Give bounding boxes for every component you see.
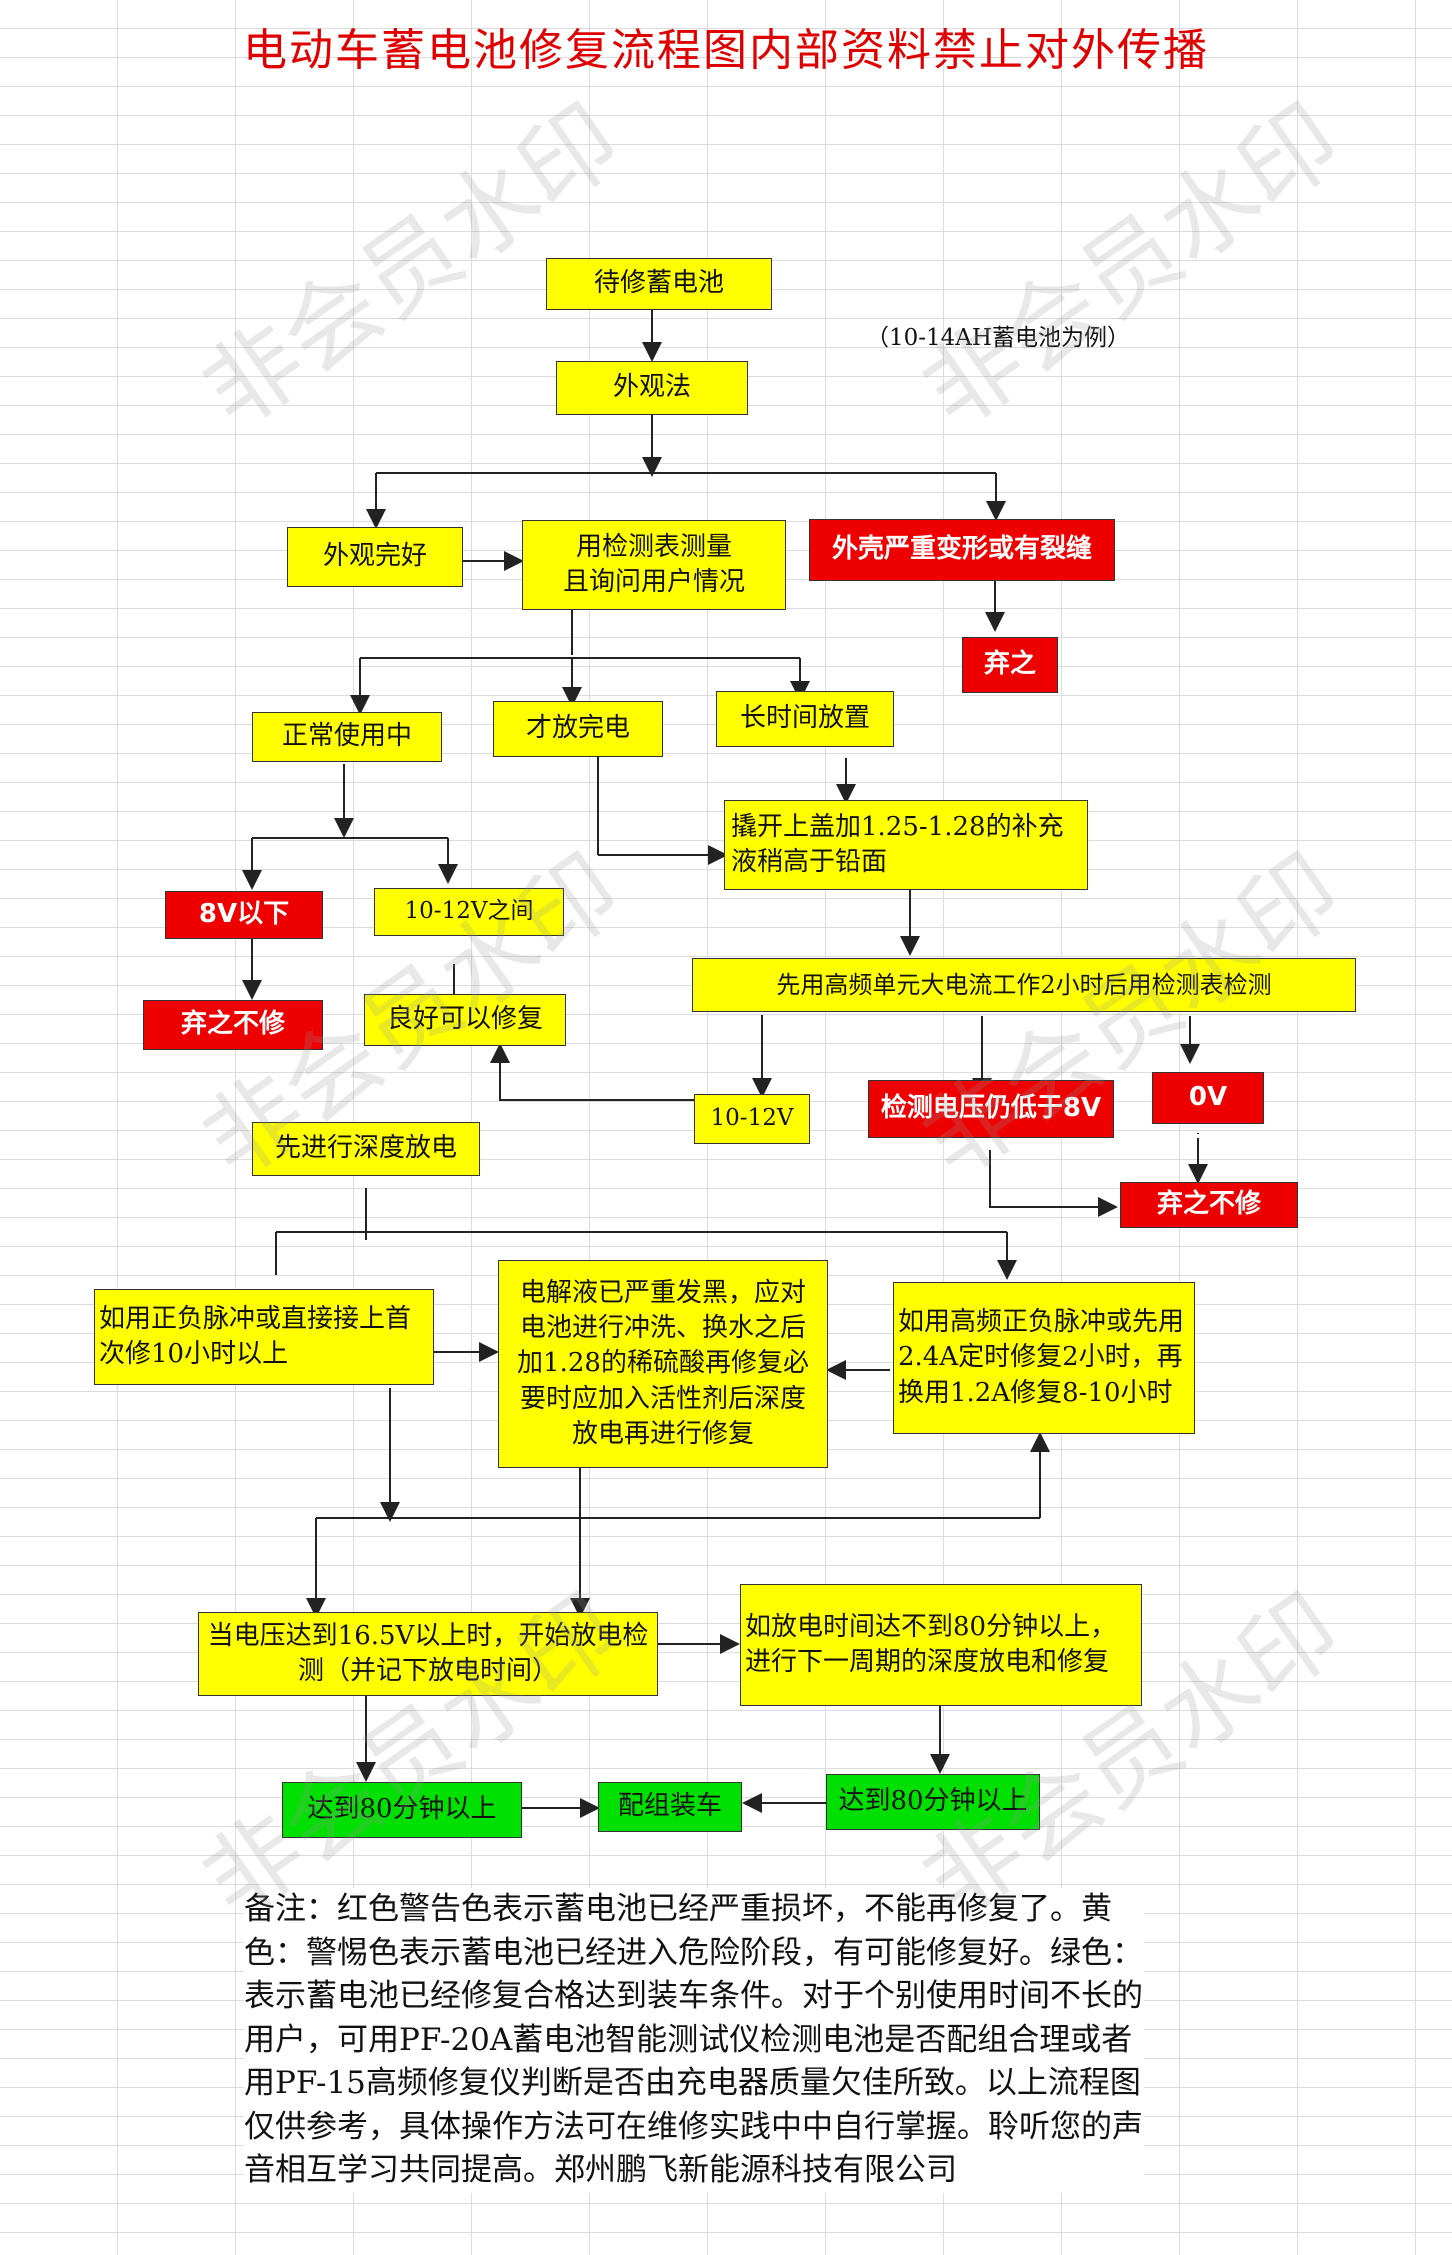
node-high-freq-charge-label: 先用高频单元大电流工作2小时后用检测表检测	[776, 970, 1272, 999]
node-discard-no-repair-1-label: 弃之不修	[180, 1009, 285, 1040]
node-voltage-16-5: 当电压达到16.5V以上时，开始放电检 测（并记下放电时间）	[198, 1612, 658, 1696]
node-good-repairable-label: 良好可以修复	[386, 1004, 543, 1035]
node-good-repairable: 良好可以修复	[364, 994, 566, 1046]
node-hf-pulse: 如用高频正负脉冲或先用 2.4A定时修复2小时，再 换用1.2A修复8-10小时	[893, 1282, 1195, 1434]
node-normal-use: 正常使用中	[252, 712, 442, 762]
node-discard-no-repair-1: 弃之不修	[143, 1000, 323, 1050]
node-shell-damaged-label: 外壳严重变形或有裂缝	[831, 534, 1092, 565]
node-under-80-label: 如放电时间达不到80分钟以上， 进行下一周期的深度放电和修复	[745, 1611, 1117, 1677]
node-start: 待修蓄电池	[546, 258, 772, 310]
node-pulse-repair-label: 如用正负脉冲或直接接上首 次修10小时以上	[99, 1303, 412, 1369]
node-deep-discharge-first: 先进行深度放电	[252, 1122, 480, 1176]
node-discard-no-repair-2: 弃之不修	[1120, 1182, 1298, 1228]
node-hf-pulse-label: 如用高频正负脉冲或先用 2.4A定时修复2小时，再 换用1.2A修复8-10小时	[898, 1307, 1185, 1408]
node-reach-80-b-label: 达到80分钟以上	[838, 1786, 1028, 1817]
node-high-freq-charge: 先用高频单元大电流工作2小时后用检测表检测	[692, 958, 1356, 1012]
node-assemble: 配组装车	[598, 1782, 742, 1832]
node-10-12v: 10-12V之间	[374, 888, 564, 936]
node-still-below-8v-label: 检测电压仍低于8V	[880, 1093, 1102, 1124]
node-appearance-ok: 外观完好	[287, 527, 463, 587]
node-appearance: 外观法	[556, 361, 748, 415]
node-start-label: 待修蓄电池	[593, 268, 724, 299]
node-below-8v-label: 8V以下	[198, 899, 290, 930]
remark-text: 备注：红色警告色表示蓄电池已经严重损坏，不能再修复了。黄色：警惕色表示蓄电池已经…	[244, 1888, 1144, 2193]
node-shell-damaged: 外壳严重变形或有裂缝	[809, 519, 1115, 581]
node-discard: 弃之	[962, 637, 1058, 693]
node-just-discharged: 才放完电	[493, 701, 663, 757]
node-reach-80-a: 达到80分钟以上	[282, 1782, 522, 1838]
node-appearance-label: 外观法	[612, 372, 691, 403]
node-normal-use-label: 正常使用中	[281, 721, 412, 752]
node-add-fluid-label: 撬开上盖加1.25-1.28的补充 液稍高于铅面	[731, 811, 1064, 877]
node-voltage-16-5-label: 当电压达到16.5V以上时，开始放电检 测（并记下放电时间）	[207, 1620, 649, 1686]
node-10-12v-b: 10-12V	[694, 1094, 810, 1144]
node-measure: 用检测表测量 且询问用户情况	[522, 520, 786, 610]
node-zero-v: 0V	[1152, 1072, 1264, 1124]
example-note: （10-14AH蓄电池为例）	[866, 325, 1130, 351]
node-appearance-ok-label: 外观完好	[322, 541, 427, 572]
node-measure-label: 用检测表测量 且询问用户情况	[562, 531, 745, 597]
node-reach-80-b: 达到80分钟以上	[826, 1774, 1040, 1830]
node-electrolyte-black: 电解液已严重发黑，应对 电池进行冲洗、换水之后 加1.28的稀硫酸再修复必 要时…	[498, 1260, 828, 1468]
node-just-discharged-label: 才放完电	[525, 713, 630, 744]
node-add-fluid: 撬开上盖加1.25-1.28的补充 液稍高于铅面	[724, 800, 1088, 890]
node-zero-v-label: 0V	[1188, 1082, 1228, 1113]
node-below-8v: 8V以下	[165, 891, 323, 939]
node-assemble-label: 配组装车	[617, 1791, 722, 1822]
node-long-storage-label: 长时间放置	[739, 703, 870, 734]
node-10-12v-label: 10-12V之间	[404, 898, 534, 925]
node-10-12v-b-label: 10-12V	[710, 1105, 794, 1132]
node-deep-discharge-first-label: 先进行深度放电	[274, 1133, 457, 1164]
node-discard-label: 弃之	[983, 649, 1036, 680]
node-under-80: 如放电时间达不到80分钟以上， 进行下一周期的深度放电和修复	[740, 1584, 1142, 1706]
node-reach-80-a-label: 达到80分钟以上	[307, 1794, 497, 1825]
node-long-storage: 长时间放置	[716, 691, 894, 747]
page-title: 电动车蓄电池修复流程图内部资料禁止对外传播	[243, 25, 1209, 76]
node-discard-no-repair-2-label: 弃之不修	[1156, 1189, 1261, 1220]
node-still-below-8v: 检测电压仍低于8V	[868, 1080, 1114, 1138]
node-electrolyte-black-label: 电解液已严重发黑，应对 电池进行冲洗、换水之后 加1.28的稀硫酸再修复必 要时…	[517, 1278, 809, 1449]
node-pulse-repair: 如用正负脉冲或直接接上首 次修10小时以上	[94, 1289, 434, 1385]
